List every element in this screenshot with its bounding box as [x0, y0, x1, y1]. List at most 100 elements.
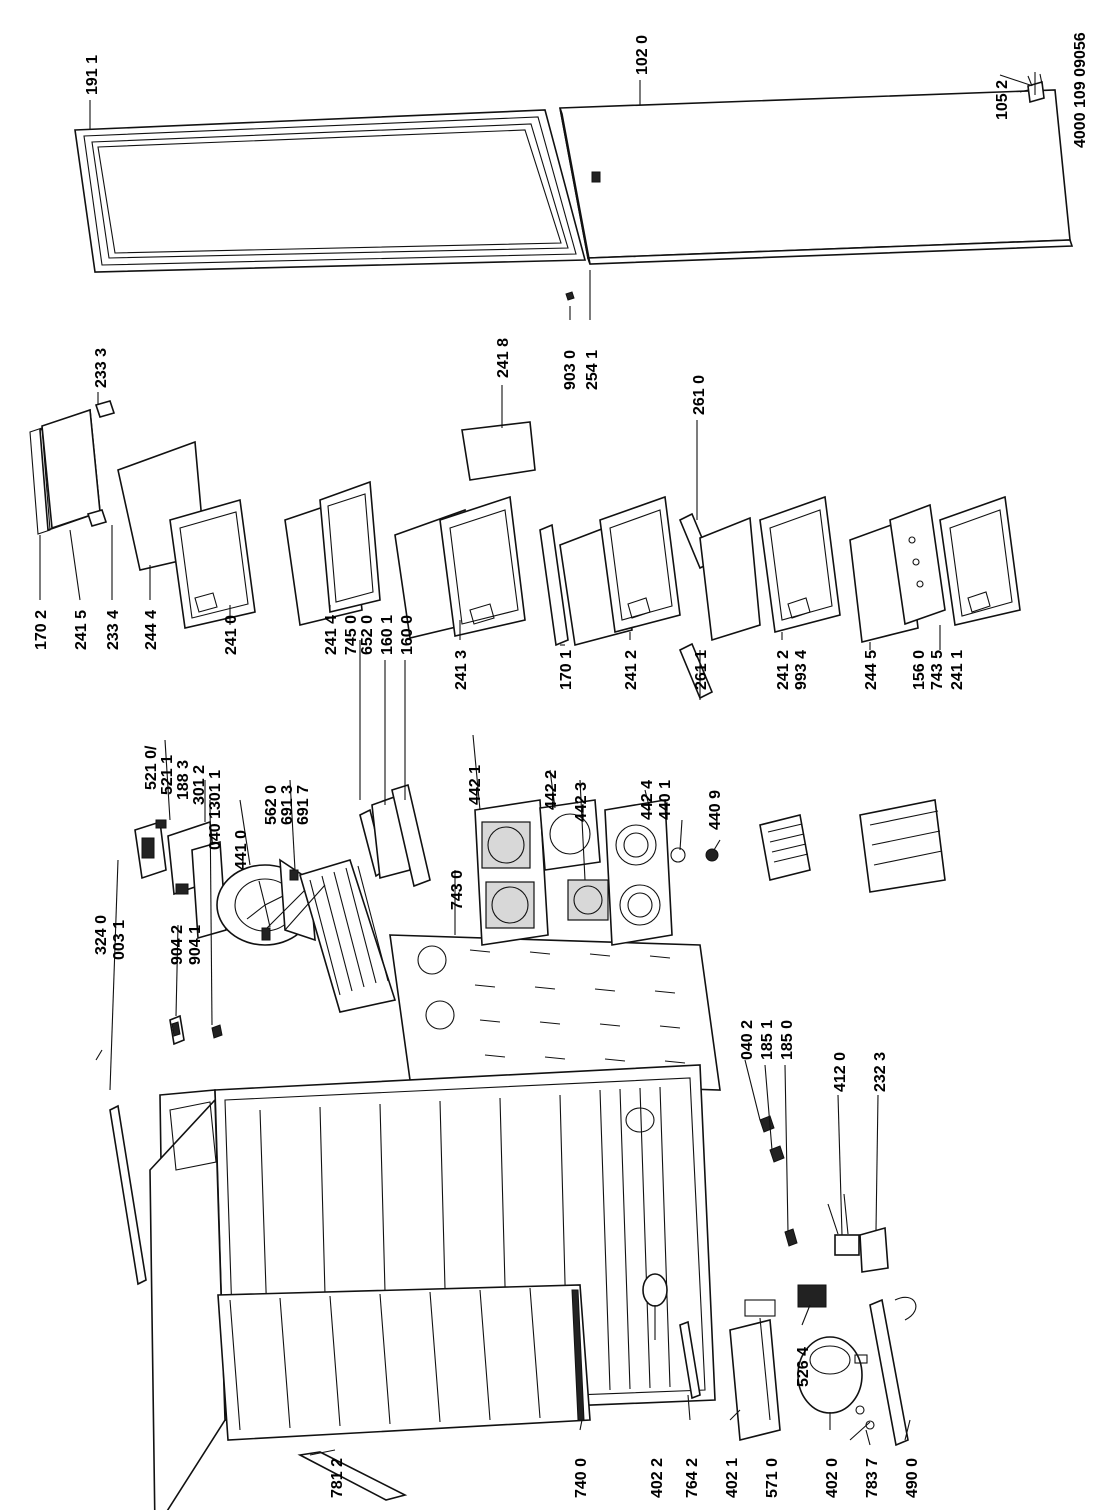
drawer-241-3: [439, 495, 526, 637]
bracket-904: [169, 1014, 185, 1046]
label-232-3: [859, 1226, 889, 1273]
light-strip-003-1: [109, 1104, 147, 1286]
label-442-3: 442 3: [573, 782, 590, 822]
label-904-2: 904 2: [169, 925, 186, 965]
evaporator-745-0: [299, 859, 397, 1013]
label-241-1: 241 1: [949, 650, 966, 690]
label-160-0: 160 0: [399, 615, 416, 655]
shelf-trim-170-1: [539, 523, 569, 647]
label-244-5: 244 5: [863, 650, 880, 690]
lamp-040-1: [211, 1024, 223, 1039]
cover-993-4: [759, 814, 811, 881]
label-233-3: 233 3: [93, 348, 110, 388]
label-040-2: 040 2: [739, 1020, 756, 1060]
fan-frame-442-2: [539, 799, 601, 871]
doc-number-label: 4000 109 09056: [1072, 32, 1089, 148]
base-490-0: [869, 1296, 917, 1447]
tube-781-2: [297, 1451, 408, 1501]
duct-652-160: [359, 783, 431, 888]
relay-412-0: [827, 1193, 860, 1256]
grommets-783-7: [849, 1405, 875, 1441]
drawer-241-0: [169, 498, 256, 629]
capillary-764-2: [679, 1320, 701, 1400]
label-402-1: 402 1: [724, 1458, 741, 1498]
screw-324-0: [95, 1049, 103, 1061]
label-743-5: 743 5: [929, 650, 946, 690]
small-parts-door: [565, 291, 575, 301]
label-781-2: 781 2: [329, 1458, 346, 1498]
label-402-0: 402 0: [824, 1458, 841, 1498]
label-324-0: 324 0: [93, 915, 110, 955]
label-743-0: 743 0: [449, 870, 466, 910]
label-442-1: 442 1: [467, 765, 484, 805]
label-301-1: 301 1: [207, 770, 224, 810]
hinge-233: [86, 400, 116, 527]
label-241-5: 241 5: [73, 610, 90, 650]
condenser-740-0: [217, 1284, 591, 1441]
heater-442-4: [604, 799, 673, 946]
door-gasket: [74, 109, 587, 273]
divider-241-8: [461, 421, 536, 481]
label-160-1: 160 1: [379, 615, 396, 655]
drier-402-2: [642, 1273, 668, 1307]
label-783-7: 783 7: [864, 1458, 881, 1498]
label-571-0: 571 0: [764, 1458, 781, 1498]
bracket-571-0: [744, 1299, 776, 1317]
label-185-0: 185 0: [779, 1020, 796, 1060]
drawer-241-4: [319, 480, 381, 613]
label-233-4: 233 4: [105, 610, 122, 650]
label-903-0: 903 0: [562, 350, 579, 390]
drawer-241-2-upper: [599, 495, 681, 634]
label-402-2: 402 2: [649, 1458, 666, 1498]
fan-442-3: [567, 879, 609, 921]
drain-156-0: [859, 799, 946, 893]
label-301-2: 301 2: [191, 765, 208, 805]
label-745-0: 745 0: [343, 615, 360, 655]
label-241-2-upper: 241 2: [623, 650, 640, 690]
label-261-0: 261 0: [691, 375, 708, 415]
label-764-2: 764 2: [684, 1458, 701, 1498]
label-003-1: 003 1: [111, 920, 128, 960]
leader-lines: [39, 72, 1036, 1456]
flap-743-5: [889, 503, 946, 626]
label-441-0: 441 0: [233, 830, 250, 870]
label-440-9: 440 9: [707, 790, 724, 830]
control-board-521: [134, 820, 167, 880]
label-521-1: 521 1: [159, 755, 176, 795]
label-241-8: 241 8: [495, 338, 512, 378]
label-490-0: 490 0: [904, 1458, 921, 1498]
hinge-105-2: [1019, 73, 1045, 104]
door-panel: [559, 89, 1074, 265]
label-170-1: 170 1: [558, 650, 575, 690]
label-993-4: 993 4: [793, 650, 810, 690]
label-241-3: 241 3: [453, 650, 470, 690]
label-440-1: 440 1: [657, 780, 674, 820]
part-labels: 4000 109 09056 191 1 102 0 105 2 903 0 2…: [33, 32, 1089, 1498]
label-105-2: 105 2: [994, 80, 1011, 120]
label-691-7: 691 7: [295, 785, 312, 825]
label-261-1: 261 1: [693, 650, 710, 690]
relay-526-4: [797, 1284, 827, 1308]
small-parts-right: [759, 1115, 798, 1247]
label-241-2-lower: 241 2: [775, 650, 792, 690]
label-156-0: 156 0: [911, 650, 928, 690]
label-040-1: 040 1: [207, 810, 224, 850]
label-691-3: 691 3: [279, 785, 296, 825]
label-191-1: 191 1: [84, 55, 101, 95]
label-241-0: 241 0: [223, 615, 240, 655]
pan-402-1: [729, 1318, 781, 1442]
label-521-0: 521 0/: [143, 745, 160, 790]
label-412-0: 412 0: [832, 1052, 849, 1092]
label-526-4: 526 4: [795, 1347, 812, 1387]
glass-shelf-5: [699, 516, 761, 642]
label-170-2: 170 2: [33, 610, 50, 650]
label-254-1: 254 1: [584, 350, 601, 390]
label-102-0: 102 0: [634, 35, 651, 75]
label-904-1: 904 1: [187, 925, 204, 965]
sensor-562-691: [261, 869, 326, 941]
grommets-440: [670, 847, 719, 863]
label-188-3: 188 3: [175, 760, 192, 800]
label-740-0: 740 0: [573, 1458, 590, 1498]
label-562-0: 562 0: [263, 785, 280, 825]
